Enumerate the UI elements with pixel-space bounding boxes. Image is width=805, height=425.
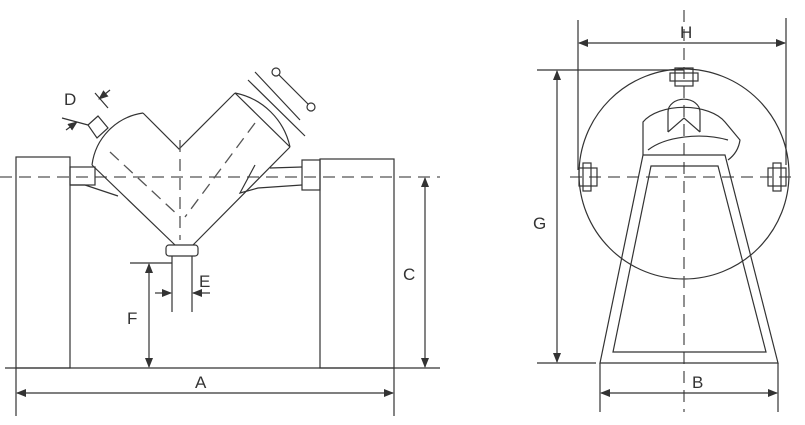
front-view: A C F E D (0, 67, 440, 416)
right-dome (234, 92, 291, 148)
dimension-e: E (155, 272, 210, 297)
dimension-g: G (533, 69, 684, 364)
dimension-c: C (403, 177, 429, 368)
dimension-a: A (15, 368, 395, 416)
left-inlet-port (87, 115, 109, 139)
left-support-pillar (15, 156, 71, 369)
dimension-label-h: H (680, 23, 692, 42)
stand-frame-inner (612, 165, 767, 353)
shafts (69, 159, 321, 197)
right-cover-clamp (247, 71, 306, 137)
dimension-label-g: G (533, 214, 546, 233)
dimension-d: D (61, 89, 111, 131)
dimension-b: B (599, 363, 779, 412)
dimension-label-b: B (692, 373, 703, 392)
dimension-label-a: A (195, 373, 207, 392)
outlet-flange (165, 244, 199, 257)
dimension-label-f: F (127, 309, 137, 328)
dimension-label-e: E (199, 272, 210, 291)
clamp-handle-icon (271, 67, 281, 77)
bolt-right-icon (767, 162, 787, 192)
dimension-h: H (577, 18, 787, 170)
v-vessel (87, 67, 316, 312)
cover-outline (642, 106, 741, 161)
dimension-label-c: C (403, 265, 415, 284)
right-support-pillar (319, 158, 395, 369)
left-dome (91, 112, 144, 166)
stand-frame-outer (599, 154, 779, 364)
bolt-top-icon (669, 67, 699, 87)
dimension-f: F (127, 262, 172, 368)
dimension-label-d: D (64, 90, 76, 109)
side-view: H G B (533, 10, 797, 412)
bolt-left-icon (578, 162, 598, 192)
